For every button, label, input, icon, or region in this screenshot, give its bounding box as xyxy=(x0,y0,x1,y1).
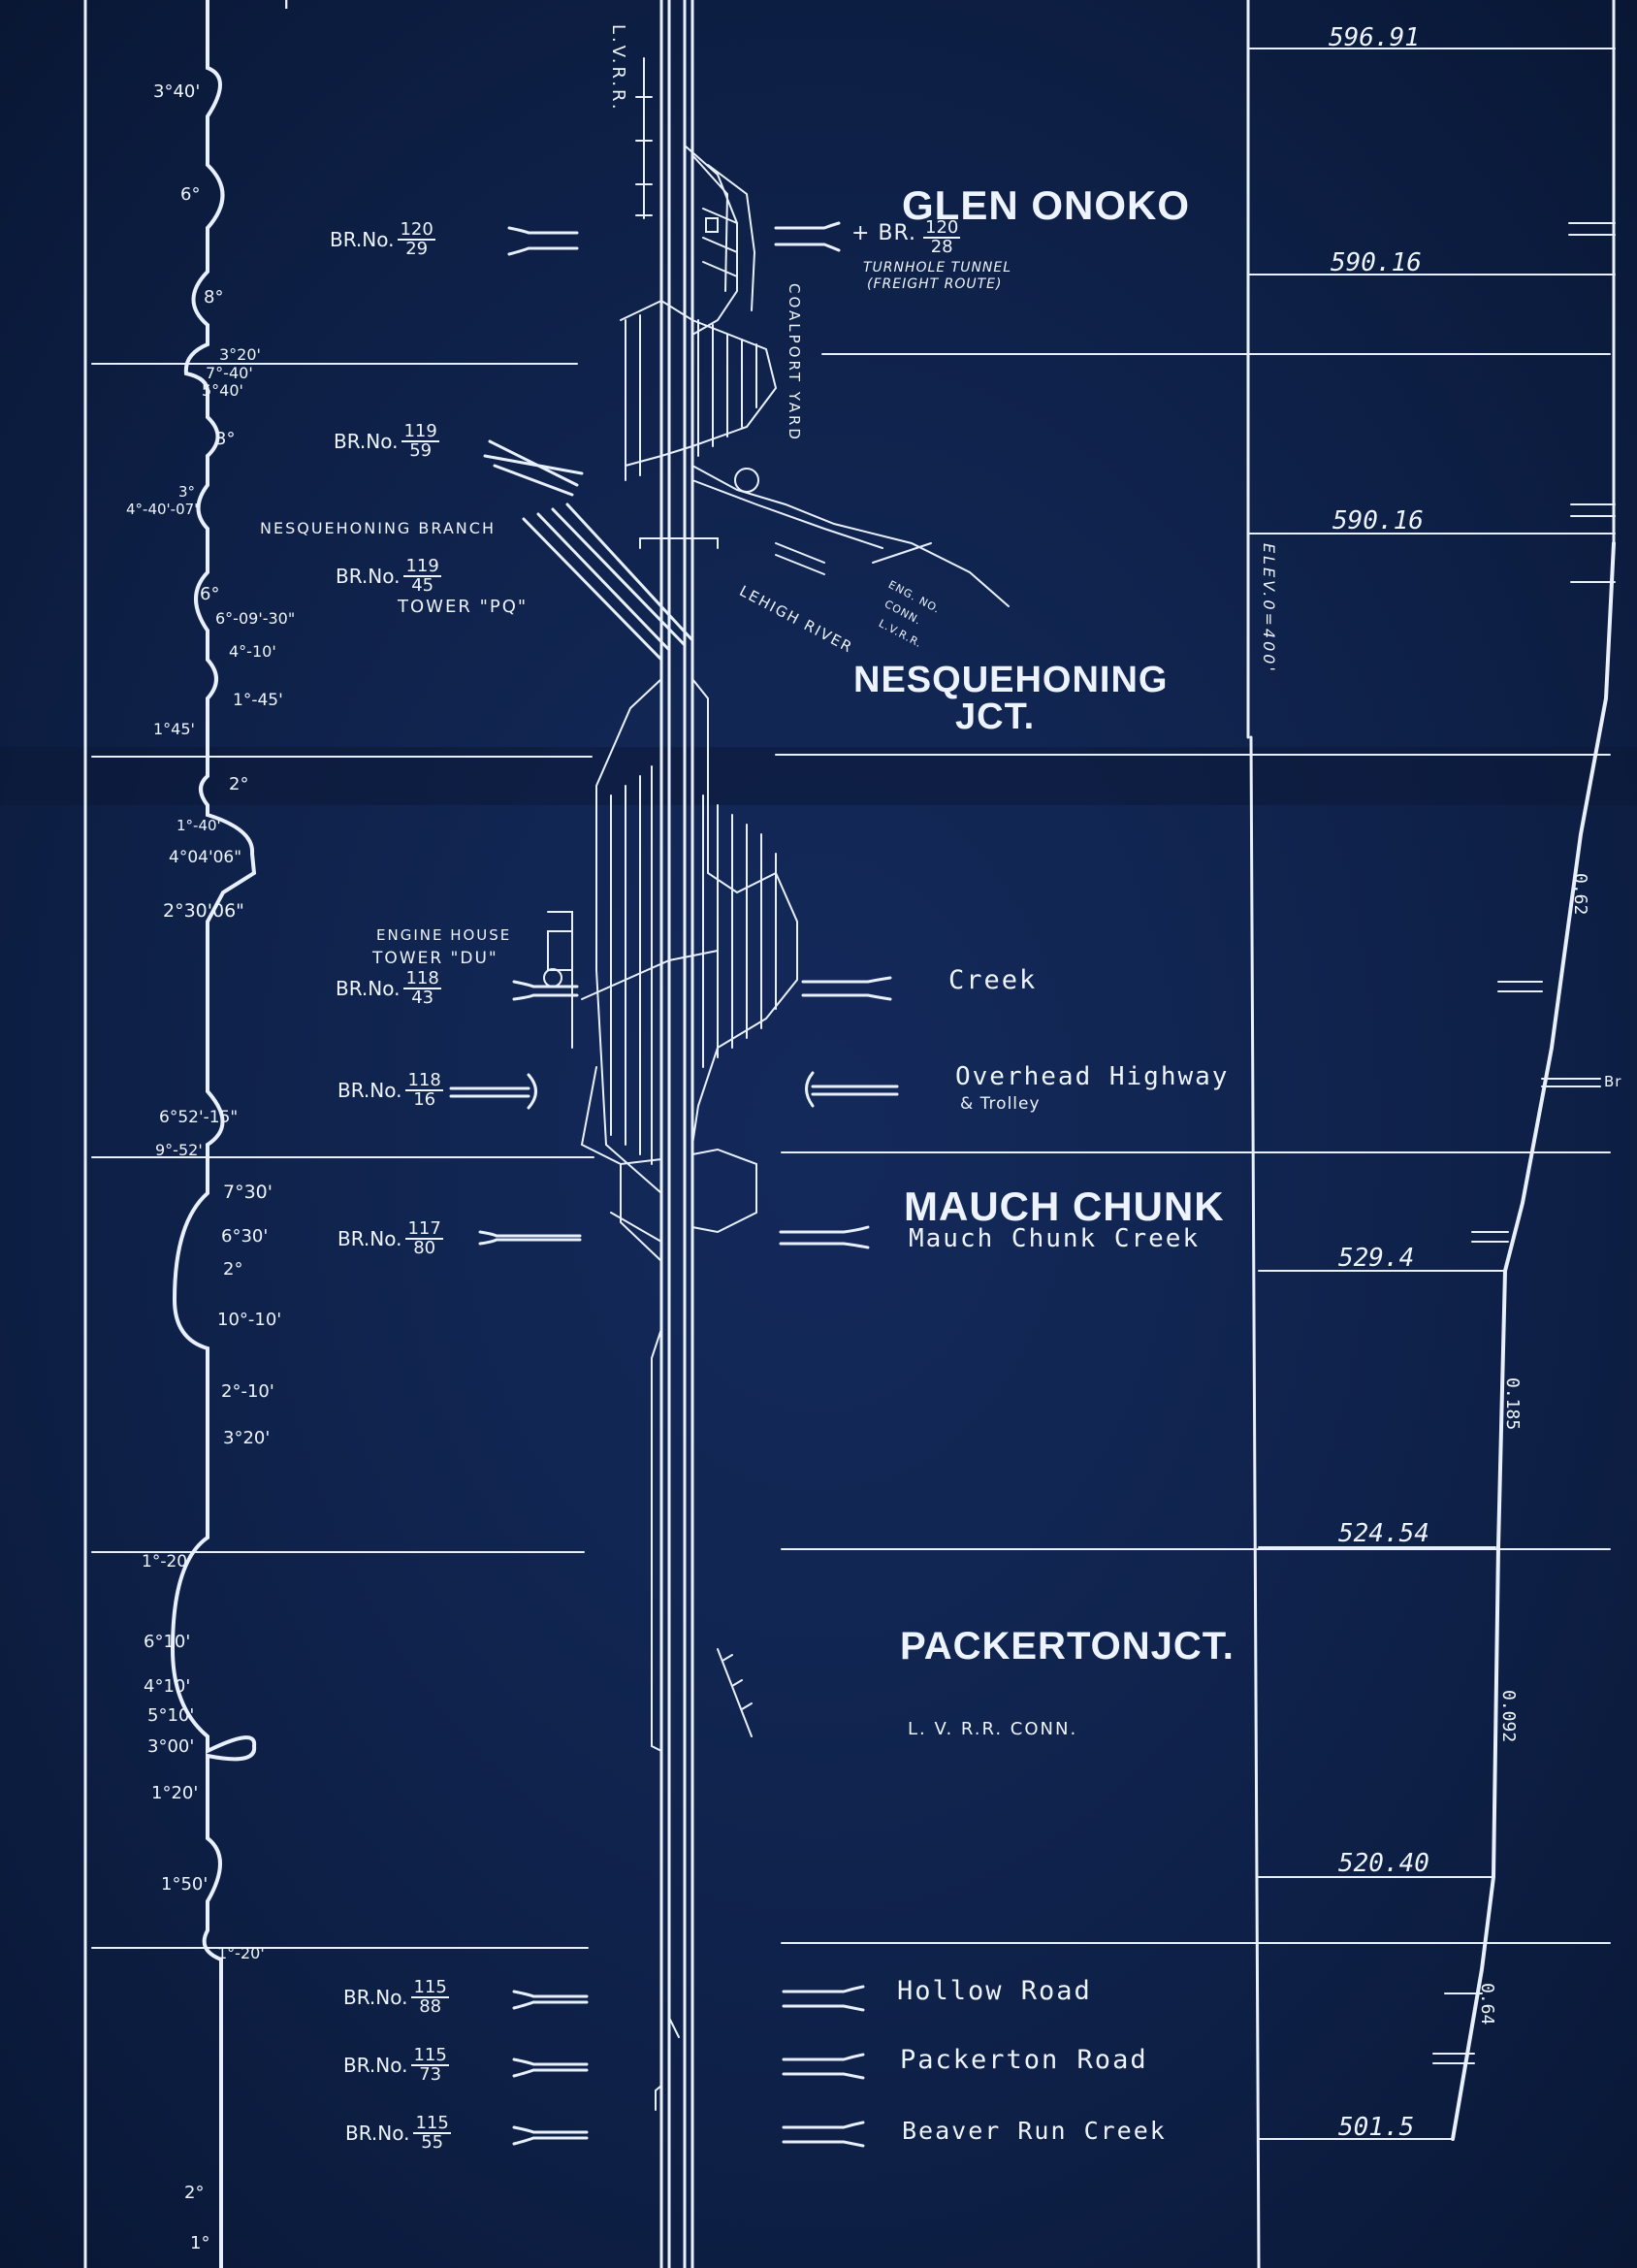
hollow-road-label: Hollow Road xyxy=(897,1976,1092,2006)
freight-route-label: (FREIGHT ROUTE) xyxy=(867,276,1003,292)
grade-label: 0.62 xyxy=(1570,873,1590,916)
curve-label: 1°-20' xyxy=(142,1552,192,1571)
engine-house-label: ENGINE HOUSE xyxy=(376,926,512,944)
curve-label: 2°-10' xyxy=(221,1381,274,1402)
turnhole-tunnel-label: TURNHOLE TUNNEL xyxy=(863,260,1012,275)
elevation-label: 590.16 xyxy=(1331,248,1422,277)
curve-label: 3°20' xyxy=(219,345,261,364)
curve-label: 4°-10' xyxy=(229,642,276,661)
curve-label: 5°10' xyxy=(147,1705,195,1726)
curve-label: 9°-52' xyxy=(155,1141,203,1159)
curve-label: 8° xyxy=(204,287,224,308)
curve-label: 3°00' xyxy=(147,1736,195,1757)
curve-label: 4°10' xyxy=(144,1676,191,1697)
curve-label: 6° xyxy=(180,184,201,205)
curve-label: 3°20' xyxy=(223,1428,271,1448)
grade-profile-line xyxy=(1451,541,1616,2141)
curve-label: 2° xyxy=(184,2183,205,2203)
br-prefix-label: + BR. xyxy=(851,221,917,245)
elevation-label: 529.4 xyxy=(1338,1244,1415,1273)
elevation-datum-note: ELEV.0=400' xyxy=(1260,543,1278,674)
grade-label: 0.092 xyxy=(1498,1690,1519,1743)
curve-label: 1°20' xyxy=(151,1783,199,1803)
curve-label: 3°40' xyxy=(153,81,201,102)
curve-label: 3° xyxy=(215,429,236,449)
curvature-profile xyxy=(170,0,257,2268)
station-packerton-jct: PACKERTONJCT. xyxy=(900,1625,1235,1668)
lvrr-label: L.V.R.R. xyxy=(608,24,628,113)
creek-label: Creek xyxy=(948,965,1038,995)
curve-label: 1°45' xyxy=(153,720,195,738)
curve-label: 4°-40'-07" xyxy=(126,501,202,518)
grade-label: 0.64 xyxy=(1477,1983,1497,2025)
curve-label: 10°-10' xyxy=(217,1310,282,1330)
top-marker: I xyxy=(283,0,291,15)
curve-label: 4°04'06" xyxy=(169,848,242,867)
curve-label: 1°-45' xyxy=(233,691,283,710)
elevation-label: 596.91 xyxy=(1329,23,1420,52)
coalport-yard-label: COALPORT YARD xyxy=(786,283,803,442)
station-nesquehoning: NESQUEHONING xyxy=(853,660,1169,700)
curve-label: 7°-40' xyxy=(206,364,253,382)
overhead-highway-label: Overhead Highway xyxy=(955,1062,1230,1091)
beaver-run-creek-label: Beaver Run Creek xyxy=(902,2117,1167,2145)
tower-pq-label: TOWER "PQ" xyxy=(398,597,529,617)
lvrr-conn-label: L. V. R.R. CONN. xyxy=(908,1719,1078,1739)
curve-label: 6°30' xyxy=(221,1226,269,1247)
station-nesquehoning-jct: JCT. xyxy=(955,697,1036,737)
curve-label: 6°10' xyxy=(144,1632,191,1652)
curve-label: 2° xyxy=(223,1259,243,1280)
curve-label: 3° xyxy=(178,483,196,501)
curve-label: 1° xyxy=(190,2233,210,2253)
curve-label: 2°30'06" xyxy=(163,900,244,922)
curve-label: 6°52'-15" xyxy=(159,1108,239,1127)
curve-label: 1°-40' xyxy=(177,817,221,834)
elevation-label: 524.54 xyxy=(1338,1519,1429,1548)
elevation-label: 501.5 xyxy=(1338,2113,1415,2142)
br-cut-label: Br xyxy=(1604,1073,1622,1090)
elevation-label: 590.16 xyxy=(1332,506,1424,535)
curve-label: 7°30' xyxy=(223,1182,273,1203)
station-glen-onoko: GLEN ONOKO xyxy=(902,182,1191,228)
trolley-label: & Trolley xyxy=(960,1094,1041,1114)
curve-label: 6° xyxy=(200,584,220,604)
elevation-label: 520.40 xyxy=(1338,1849,1429,1878)
curve-label: 1°50' xyxy=(161,1874,209,1895)
curve-label: 5°40' xyxy=(202,381,243,400)
tower-du-label: TOWER "DU" xyxy=(372,949,498,968)
station-mauch-chunk: MAUCH CHUNK xyxy=(904,1183,1225,1229)
curve-label: 1°-20' xyxy=(217,1944,265,1962)
nesquehoning-branch-label: NESQUEHONING BRANCH xyxy=(260,519,496,537)
curve-label: 2° xyxy=(229,774,249,794)
grade-label: 0.185 xyxy=(1502,1377,1523,1431)
mauch-chunk-creek-label: Mauch Chunk Creek xyxy=(909,1224,1201,1253)
curve-label: 6°-09'-30" xyxy=(215,609,296,628)
packerton-road-label: Packerton Road xyxy=(900,2045,1148,2075)
